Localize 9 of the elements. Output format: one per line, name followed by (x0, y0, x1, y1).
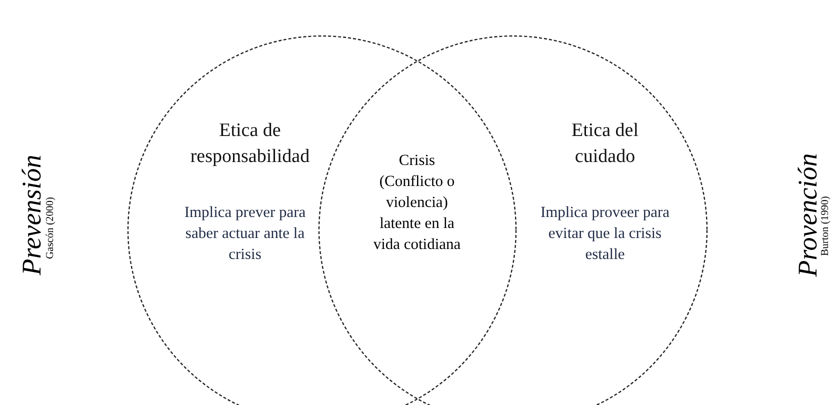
citation: Gascón (2000) (46, 196, 56, 260)
heading: Etica de responsabilidad (189, 119, 311, 169)
citation: Burton (1990) (820, 196, 832, 256)
side-title: Provención (794, 153, 822, 277)
description: Implica prever para saber actuar ante la crisis (183, 203, 307, 265)
side-title: Prevensión (18, 154, 46, 276)
intersection-text: Crisis (Conflicto o violencia) latente en la vida cotidiana (372, 150, 462, 254)
heading: Etica del cuidado (570, 119, 640, 169)
description: Implica proveer para evitar que la crisis estalle (539, 203, 671, 265)
